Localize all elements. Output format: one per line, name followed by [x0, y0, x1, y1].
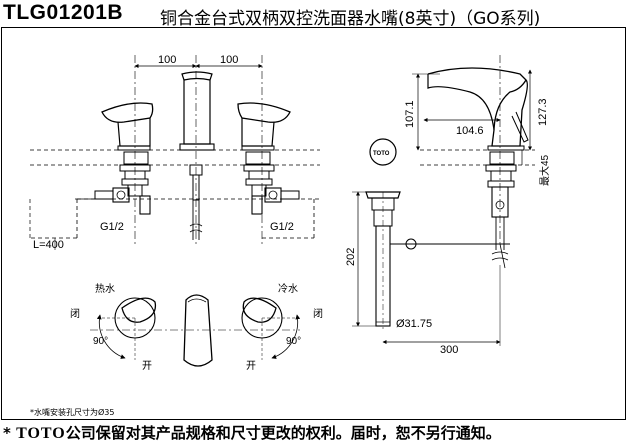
footer-text: 公司保留对其产品规格和尺寸更改的权利。届时，恕不另行通知。 — [65, 424, 501, 442]
label-open-right: 开 — [246, 361, 256, 372]
hose-length: L=400 — [33, 239, 64, 251]
top-view — [90, 294, 301, 367]
drain-assembly — [352, 138, 510, 346]
drain-cap-logo: TOTO — [373, 151, 390, 157]
footer-brand: TOTO — [16, 425, 66, 442]
dimension-labels: 100 100 G1/2 G1/2 L=400 107.1 104.6 127.… — [33, 54, 551, 372]
front-view — [29, 55, 320, 250]
product-description: 铜合金台式双柄双控洗面器水嘴(8英寸)（GO系列) — [160, 9, 541, 29]
label-open-left: 开 — [142, 361, 152, 372]
dim-spout-height: 107.1 — [404, 100, 416, 128]
dim-total-height: 127.3 — [537, 98, 549, 126]
footer-disclaimer: * TOTO公司保留对其产品规格和尺寸更改的权利。届时，恕不另行通知。 — [3, 422, 501, 443]
label-closed-left: 闭 — [70, 307, 80, 320]
thread-left: G1/2 — [100, 221, 124, 233]
label-closed-right: 闭 — [313, 307, 323, 320]
dim-spacing-right: 100 — [220, 54, 238, 66]
footer-star: * — [3, 424, 11, 442]
label-hot: 热水 — [95, 282, 115, 295]
label-cold: 冷水 — [278, 282, 298, 295]
label-angle-right: 90° — [286, 336, 301, 347]
dim-spout-reach: 104.6 — [456, 125, 484, 137]
side-view — [412, 55, 535, 261]
thread-right: G1/2 — [270, 221, 294, 233]
label-angle-left: 90° — [93, 336, 108, 347]
dim-drain-height: 202 — [345, 248, 357, 266]
dim-drain-diameter: Ø31.75 — [396, 318, 432, 330]
hole-size-note: *水嘴安装孔尺寸为Ø35 — [30, 408, 115, 417]
dim-spacing-left: 100 — [158, 54, 176, 66]
dim-rod-length: 300 — [440, 344, 458, 356]
dim-max-deck: 最大45 — [538, 154, 551, 186]
model-number: TLG01201B — [3, 1, 124, 24]
drawing-frame — [1, 27, 626, 420]
